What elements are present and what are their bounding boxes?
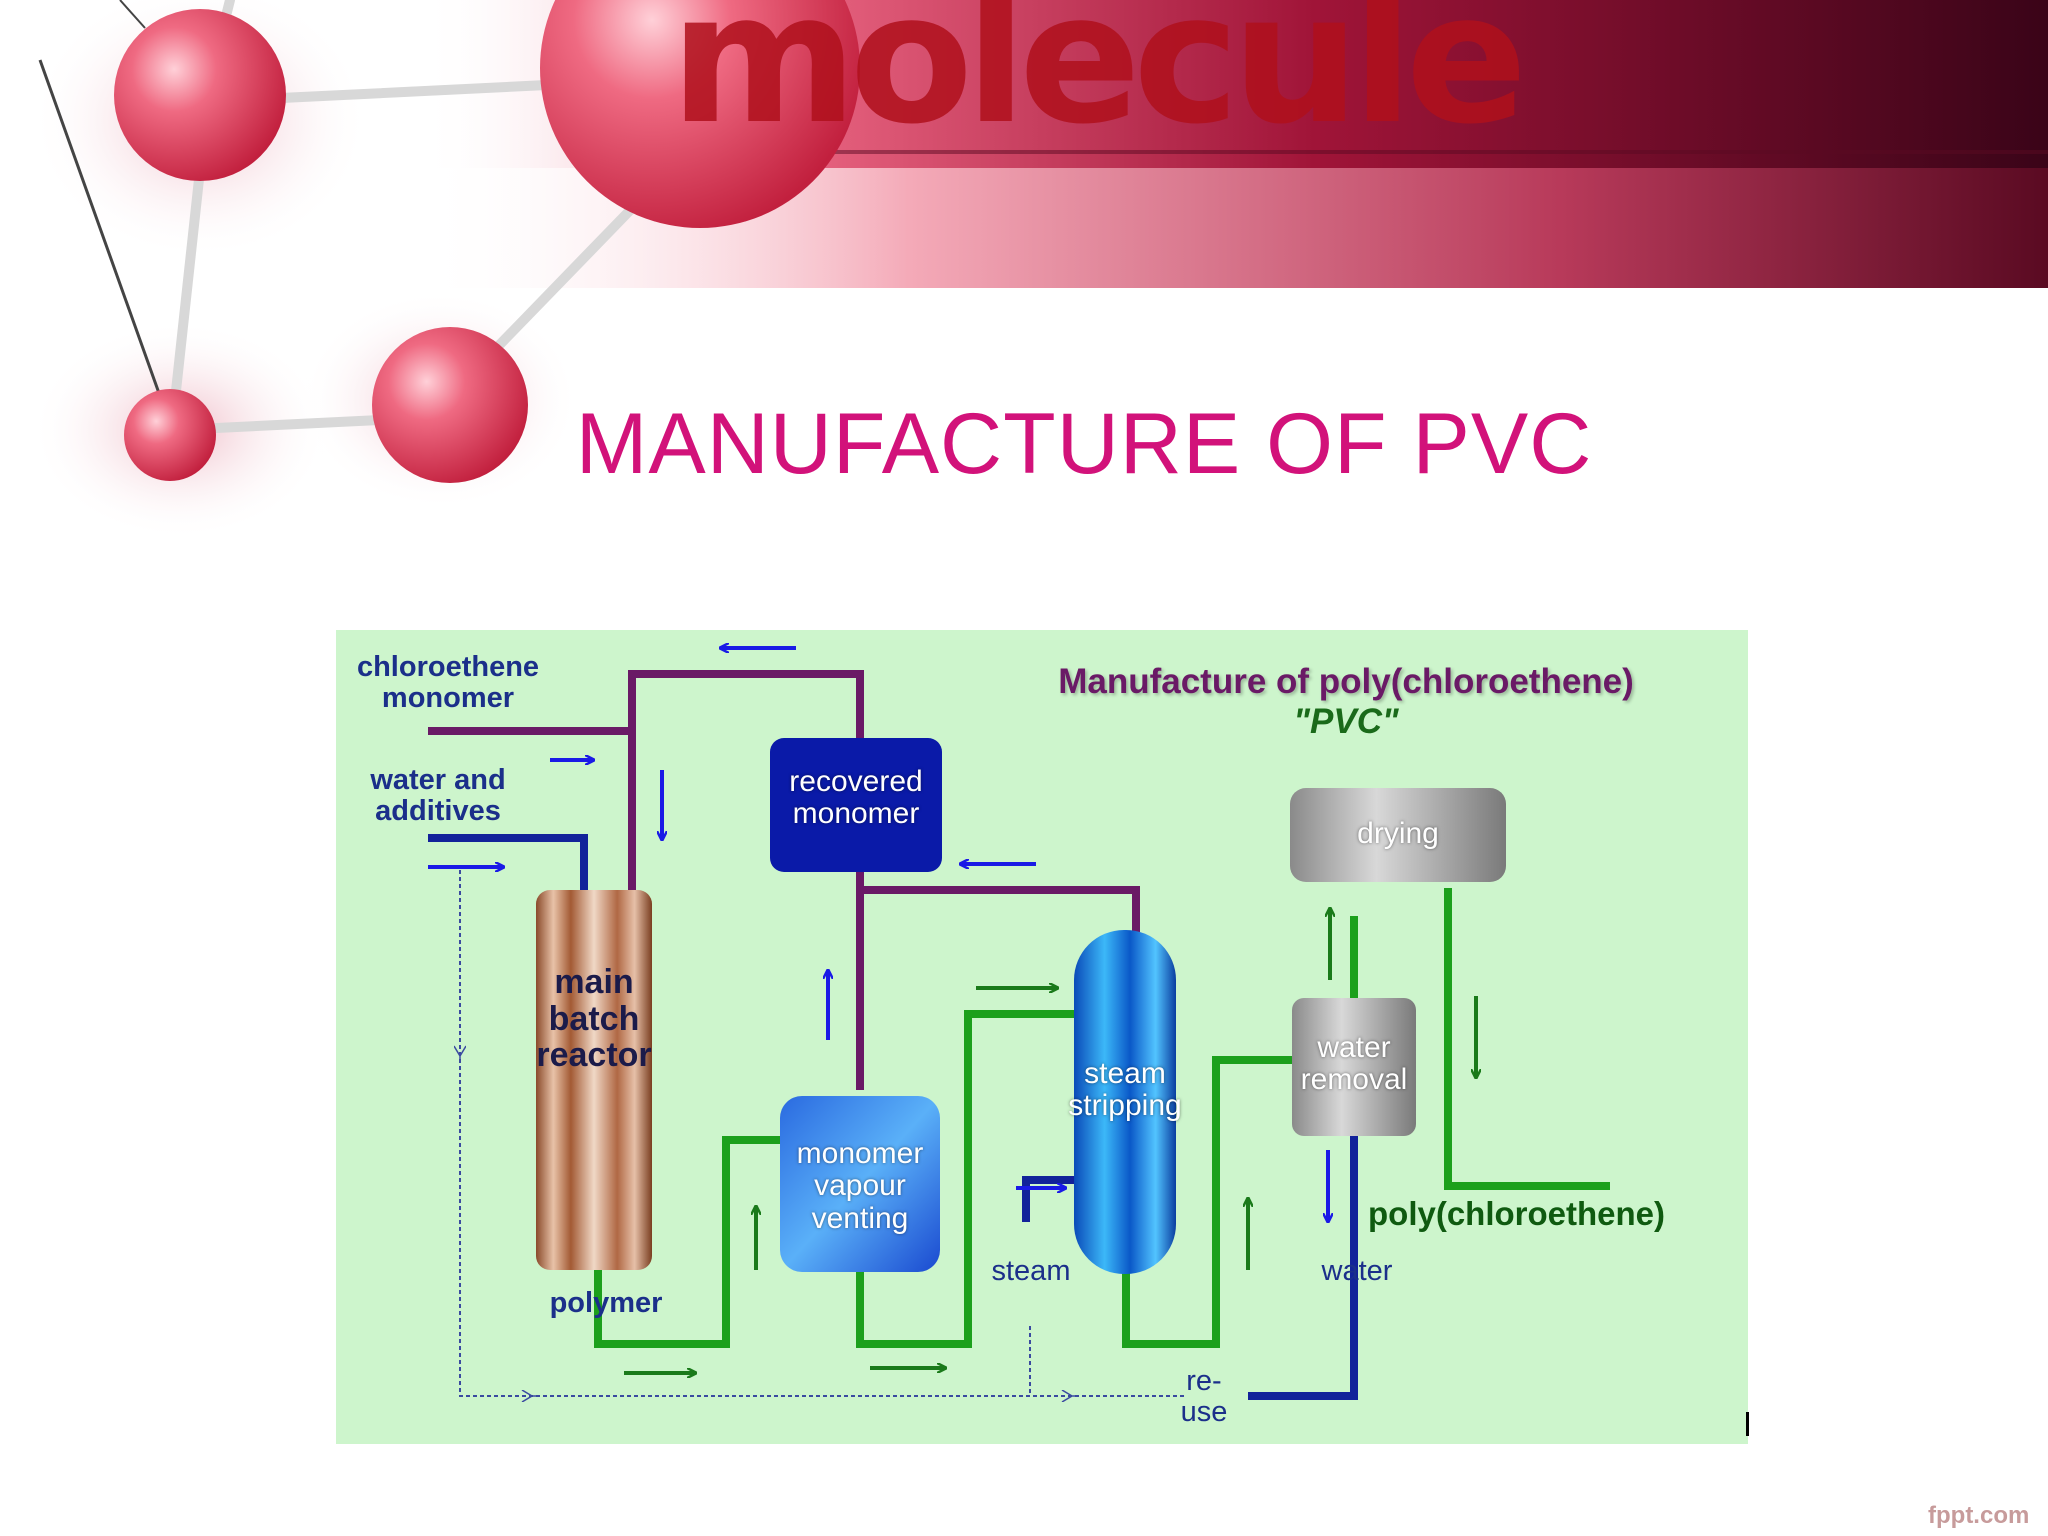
recovered-monomer-unit (770, 738, 942, 872)
water-additives-label: water and additives (370, 764, 506, 828)
brand-word: molecule (670, 0, 1528, 164)
process-diagram-graphic (428, 630, 1610, 1444)
water-label: water (1321, 1255, 1393, 1287)
monomer-line (428, 670, 1140, 1090)
text-cursor-mark (1746, 1412, 1749, 1436)
main-batch-reactor (536, 890, 652, 1270)
water-removal-unit (1292, 998, 1416, 1136)
steam-label: steam (991, 1255, 1071, 1287)
product-label: poly(chloroethene) (1368, 1195, 1666, 1232)
drying-unit (1290, 788, 1506, 882)
reuse-label: re- use (1180, 1365, 1228, 1429)
slide-title: MANUFACTURE OF PVC (575, 396, 1593, 492)
recovered-monomer-label: recovered monomer (789, 765, 923, 831)
main-batch-reactor-label: main batch reactor (536, 963, 652, 1075)
chloroethene-monomer-label: chloroethene monomer (356, 651, 540, 715)
watermark: fppt.com (1928, 1502, 2030, 1529)
flow-arrows-green (624, 908, 1476, 1373)
water-removal-label: water removal (1300, 1031, 1408, 1097)
drying-label: drying (1357, 817, 1439, 850)
monomer-vapour-venting-unit (780, 1096, 940, 1272)
steam-stripping-label: steam stripping (1068, 1057, 1182, 1123)
flow-arrows-blue (428, 648, 1328, 1222)
water-line (428, 834, 1358, 1400)
molecule-banner-graphic (30, 0, 2048, 540)
diagram-subtitle: "PVC" (1293, 702, 1399, 741)
monomer-vapour-venting-label: monomer vapour venting (796, 1137, 924, 1235)
polymer-line (594, 888, 1610, 1348)
diagram-title: Manufacture of poly(chloroethene) (1058, 662, 1634, 701)
process-diagram: Manufacture of poly(chloroethene) "PVC" … (336, 630, 1748, 1444)
steam-stripping-column (1074, 930, 1176, 1274)
polymer-label: polymer (549, 1287, 663, 1319)
